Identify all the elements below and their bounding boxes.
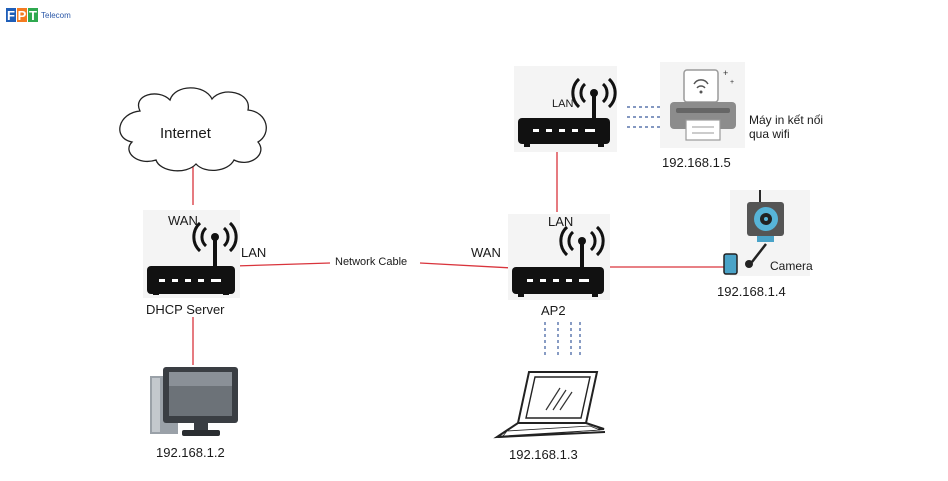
svg-text:+: + xyxy=(723,68,728,78)
network-cable-label: Network Cable xyxy=(335,256,408,268)
top-router-icon xyxy=(514,66,617,152)
dhcp-router-icon xyxy=(143,210,240,298)
svg-text:+: + xyxy=(730,79,734,86)
fpt-telecom-logo: F P T Telecom xyxy=(6,7,71,23)
link-dhcp-cable-left xyxy=(233,262,331,267)
link-cable-ap2 xyxy=(419,262,513,269)
ap2-label: AP2 xyxy=(541,303,566,318)
logo-letter-p: P xyxy=(17,7,27,23)
laptop-ip: 192.168.1.3 xyxy=(509,447,578,462)
logo-letter-t: T xyxy=(28,7,38,23)
logo-text: Telecom xyxy=(41,10,71,20)
lan-label-ap2: LAN xyxy=(548,214,574,229)
internet-label: Internet xyxy=(160,125,211,142)
lan-label-top-router: LAN xyxy=(552,98,574,110)
fpt-logo-mark: F P T xyxy=(6,7,38,23)
network-links xyxy=(192,150,725,365)
cloud-icon xyxy=(119,87,267,172)
wifi-link-laptop xyxy=(544,322,581,358)
camera-label: Camera xyxy=(770,259,813,273)
ap2-router-icon xyxy=(508,214,610,300)
printer-icon: + + xyxy=(660,62,745,148)
wifi-link-printer xyxy=(627,106,660,128)
wan-label-ap2: WAN xyxy=(471,245,501,260)
desktop-pc-icon xyxy=(150,367,238,436)
lan-label-main-router: LAN xyxy=(241,245,267,260)
printer-ip: 192.168.1.5 xyxy=(662,155,731,170)
camera-ip: 192.168.1.4 xyxy=(717,284,786,299)
laptop-icon xyxy=(493,371,606,439)
dhcp-server-label: DHCP Server xyxy=(146,302,225,317)
logo-letter-f: F xyxy=(6,7,16,23)
wan-label-main-router: WAN xyxy=(168,213,198,228)
camera-icon xyxy=(723,190,810,276)
printer-label: Máy in kết nối qua wifi xyxy=(749,113,824,141)
pc-ip: 192.168.1.2 xyxy=(156,445,225,460)
